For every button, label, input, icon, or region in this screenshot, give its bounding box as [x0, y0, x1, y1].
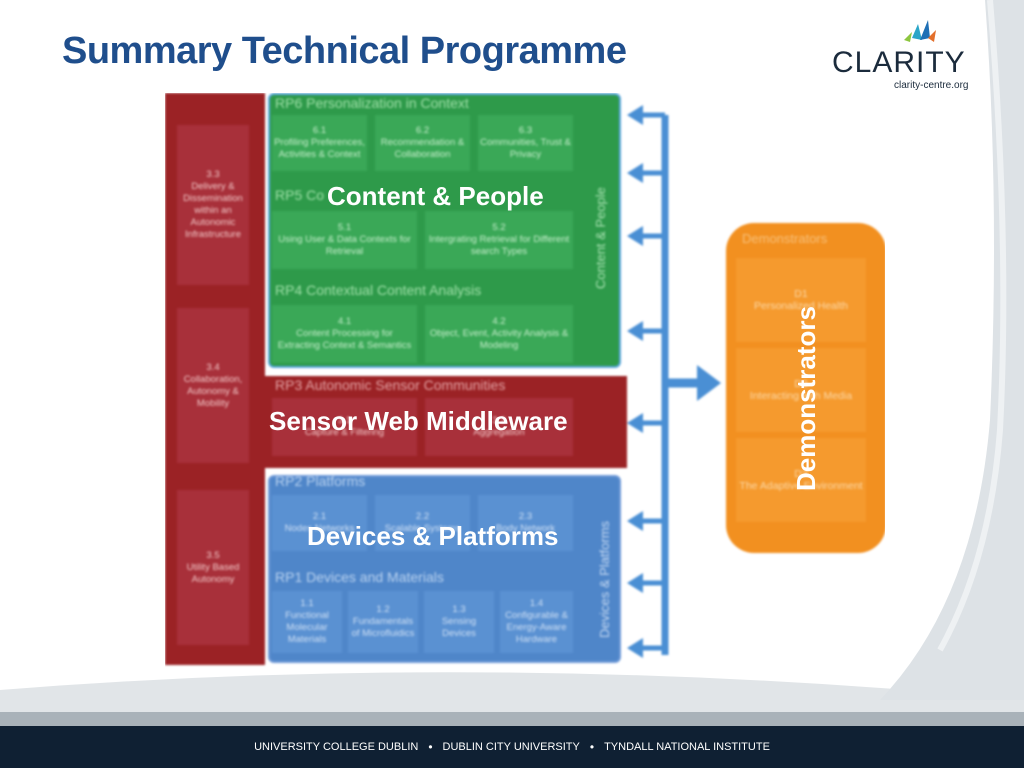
- technical-programme-diagram: 3.3 Delivery & Dissemination within an A…: [165, 93, 885, 670]
- rp5-title: RP5 Co: [275, 187, 325, 203]
- rp6-item-6-1: 6.1 Profiling Preferences, Activities & …: [272, 115, 367, 171]
- rp1-item-1-4: 1.4 Configurable & Energy-Aware Hardware: [500, 591, 573, 653]
- rp4-item-4-2: 4.2 Object, Event, Activity Analysis & M…: [425, 305, 573, 363]
- rp3-item-3-1: 3.1 Capture & Filtering: [272, 398, 417, 456]
- demonstrator-d3: D3 The Adaptive Environment: [736, 438, 866, 522]
- logo-wordmark: CLARITY: [832, 46, 966, 79]
- footer-tyndall: TYNDALL NATIONAL INSTITUTE: [604, 741, 770, 753]
- rp1-item-1-2: 1.2 Fundamentals of Microfluidics: [348, 591, 418, 653]
- clarity-logo-mark-icon: [904, 20, 936, 42]
- demonstrator-d1: D1 Personalized Health: [736, 258, 866, 342]
- footer-dcu: DUBLIN CITY UNIVERSITY: [442, 741, 580, 753]
- sensor-web-middleware-overlay: Sensor Web Middleware: [269, 406, 568, 436]
- clarity-logo: CLARITY clarity-centre.org: [832, 18, 982, 98]
- footer-separator: •: [589, 740, 595, 754]
- left-item-3-4: 3.4 Collaboration, Autonomy & Mobility: [177, 308, 249, 463]
- demonstrator-d2: D2 Interacting with Media: [736, 348, 866, 432]
- content-people-side-label: Content & People: [593, 187, 608, 289]
- rp2-title: RP2 Platforms: [275, 473, 366, 489]
- demonstrators-title: Demonstrators: [742, 231, 828, 246]
- rp1-item-1-1: 1.1 Functional Molecular Materials: [272, 591, 342, 653]
- content-people-overlay: Content & People: [327, 181, 544, 211]
- rp6-title: RP6 Personalization in Context: [275, 95, 469, 111]
- rp2-item-2-3: 2.3 Body Network: [478, 495, 573, 551]
- demonstrators-overlay: Demonstrators: [791, 306, 821, 491]
- rp2-item-2-1: 2.1 Nodes Networks: [272, 495, 367, 551]
- logo-url: clarity-centre.org: [894, 80, 969, 91]
- rp4-item-4-1: 4.1 Content Processing for Extracting Co…: [272, 305, 417, 363]
- rp5-item-5-1: 5.1 Using User & Data Contexts for Retri…: [272, 211, 417, 269]
- footer: UNIVERSITY COLLEGE DUBLIN • DUBLIN CITY …: [0, 726, 1024, 768]
- rp1-title: RP1 Devices and Materials: [275, 569, 444, 585]
- rp6-item-6-2: 6.2 Recommendation & Collaboration: [375, 115, 470, 171]
- rp6-item-6-3: 6.3 Communities, Trust & Privacy: [478, 115, 573, 171]
- footer-band: [0, 712, 1024, 726]
- rp1-item-1-3: 1.3 Sensing Devices: [424, 591, 494, 653]
- slide-title: Summary Technical Programme: [62, 30, 627, 72]
- devices-platforms-overlay: Devices & Platforms: [307, 521, 559, 551]
- rp2-item-2-2: 2.2 Scalable Systems: [375, 495, 470, 551]
- footer-ucd: UNIVERSITY COLLEGE DUBLIN: [254, 741, 419, 753]
- rp5-item-5-2: 5.2 Intergrating Retrieval for Different…: [425, 211, 573, 269]
- rp3-item-3-2: 3.2 Aggregation: [425, 398, 573, 456]
- connector-arrows: [627, 105, 721, 658]
- footer-separator: •: [428, 740, 433, 754]
- left-item-3-3: 3.3 Delivery & Dissemination within an A…: [177, 125, 249, 285]
- rp4-title: RP4 Contextual Content Analysis: [275, 282, 482, 298]
- rp3-title: RP3 Autonomic Sensor Communities: [275, 377, 506, 393]
- devices-platforms-side-label: Devices & Platforms: [597, 520, 612, 638]
- diagram-blurred-layer: 3.3 Delivery & Dissemination within an A…: [165, 93, 885, 670]
- left-item-3-5: 3.5 Utility Based Autonomy: [177, 490, 249, 645]
